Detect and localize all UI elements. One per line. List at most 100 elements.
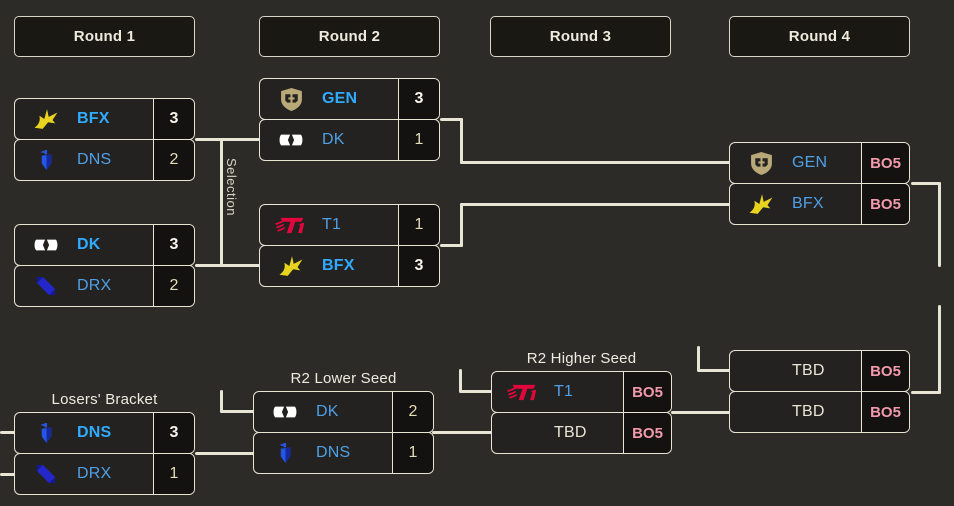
team-name: DNS <box>77 424 112 441</box>
team-name: GEN <box>792 154 828 171</box>
round4-upper-final: GEN BO5 BFX BO5 <box>729 142 910 225</box>
team-row[interactable]: TBD BO5 <box>491 412 672 454</box>
team-row[interactable]: DNS 3 <box>14 412 195 454</box>
team-name: DNS <box>316 444 351 461</box>
team-name: DK <box>77 236 101 253</box>
dns-logo-icon <box>15 422 77 445</box>
selection-bar <box>220 138 223 267</box>
lower-final-match: TBD BO5 TBD BO5 <box>729 350 910 433</box>
team-score: 2 <box>392 392 433 432</box>
t1-logo-icon <box>260 216 322 235</box>
team-score: 1 <box>153 454 194 494</box>
team-row[interactable]: DK 2 <box>253 391 434 433</box>
team-row[interactable]: DK 1 <box>259 119 440 161</box>
team-score: BO5 <box>623 372 671 412</box>
team-row[interactable]: BFX BO5 <box>729 183 910 225</box>
team-name: DRX <box>77 277 112 294</box>
team-row[interactable]: TBD BO5 <box>729 350 910 392</box>
round1-match1: BFX 3 DNS 2 <box>14 98 195 181</box>
team-row[interactable]: TBD BO5 <box>729 391 910 433</box>
gen-logo-icon <box>730 151 792 176</box>
round2-match2: T1 1 BFX 3 <box>259 204 440 287</box>
team-row[interactable]: T1 BO5 <box>491 371 672 413</box>
dns-logo-icon <box>254 442 316 465</box>
team-row[interactable]: BFX 3 <box>14 98 195 140</box>
connector-line <box>460 118 463 164</box>
team-score: 1 <box>392 433 433 473</box>
losers-bracket-label: Losers' Bracket <box>51 391 158 408</box>
loser-drop-stub <box>459 369 462 392</box>
team-score: BO5 <box>861 143 909 183</box>
team-row[interactable]: DNS 2 <box>14 139 195 181</box>
bfx-logo-icon <box>260 254 322 278</box>
connector-line <box>195 264 260 267</box>
gen-logo-icon <box>260 87 322 112</box>
connector-line <box>671 411 731 414</box>
connector-line <box>460 203 463 247</box>
team-score: 3 <box>153 225 194 265</box>
team-score: 3 <box>398 79 439 119</box>
team-score: BO5 <box>623 413 671 453</box>
team-score: 2 <box>153 266 194 306</box>
connector-line <box>459 390 492 393</box>
dk-logo-icon <box>15 237 77 253</box>
team-name: DK <box>316 403 339 420</box>
r2-higher-seed-label: R2 Higher Seed <box>526 350 637 367</box>
team-name: BFX <box>77 110 110 127</box>
loser-drop-stub <box>220 390 223 413</box>
team-row[interactable]: GEN 3 <box>259 78 440 120</box>
team-row[interactable]: DNS 1 <box>253 432 434 474</box>
team-row[interactable]: BFX 3 <box>259 245 440 287</box>
connector-line <box>911 182 941 185</box>
round-3-header[interactable]: Round 3 <box>490 16 671 57</box>
team-row[interactable]: DRX 1 <box>14 453 195 495</box>
t1-logo-icon <box>492 383 554 402</box>
bfx-logo-icon <box>15 107 77 131</box>
team-name: GEN <box>322 90 358 107</box>
connector-line <box>220 410 254 413</box>
grand-final-connector-top <box>938 182 941 267</box>
connector-line <box>440 118 463 121</box>
round-2-header[interactable]: Round 2 <box>259 16 440 57</box>
team-score: BO5 <box>861 184 909 224</box>
drx-logo-icon <box>15 463 77 485</box>
team-score: 1 <box>398 120 439 160</box>
team-name: T1 <box>322 216 342 233</box>
round-4-header[interactable]: Round 4 <box>729 16 910 57</box>
loser-feed-line <box>0 473 15 476</box>
team-row[interactable]: DK 3 <box>14 224 195 266</box>
connector-line <box>697 369 731 372</box>
connector-line <box>432 431 492 434</box>
connector-line <box>195 138 260 141</box>
r2-higher-seed-match: T1 BO5 TBD BO5 <box>491 371 672 454</box>
team-name: TBD <box>792 362 825 379</box>
team-score: 1 <box>398 205 439 245</box>
team-score: 3 <box>153 413 194 453</box>
team-score: 3 <box>398 246 439 286</box>
loser-feed-line <box>0 431 15 434</box>
connector-line <box>440 244 463 247</box>
dk-logo-icon <box>260 132 322 148</box>
team-row[interactable]: GEN BO5 <box>729 142 910 184</box>
connector-line <box>460 161 731 164</box>
selection-label: Selection <box>224 158 239 216</box>
r2-lower-seed-match: DK 2 DNS 1 <box>253 391 434 474</box>
team-score: BO5 <box>861 351 909 391</box>
grand-final-connector-bottom <box>938 305 941 394</box>
team-row[interactable]: T1 1 <box>259 204 440 246</box>
team-name: DK <box>322 131 345 148</box>
round1-match2: DK 3 DRX 2 <box>14 224 195 307</box>
dns-logo-icon <box>15 149 77 172</box>
team-score: 3 <box>153 99 194 139</box>
round2-match1: GEN 3 DK 1 <box>259 78 440 161</box>
connector-line <box>195 452 254 455</box>
team-score: 2 <box>153 140 194 180</box>
team-row[interactable]: DRX 2 <box>14 265 195 307</box>
connector-line <box>911 391 941 394</box>
round-1-header[interactable]: Round 1 <box>14 16 195 57</box>
team-name: BFX <box>792 195 824 212</box>
drx-logo-icon <box>15 275 77 297</box>
team-name: DRX <box>77 465 112 482</box>
team-name: DNS <box>77 151 112 168</box>
loser-drop-stub <box>697 346 700 371</box>
